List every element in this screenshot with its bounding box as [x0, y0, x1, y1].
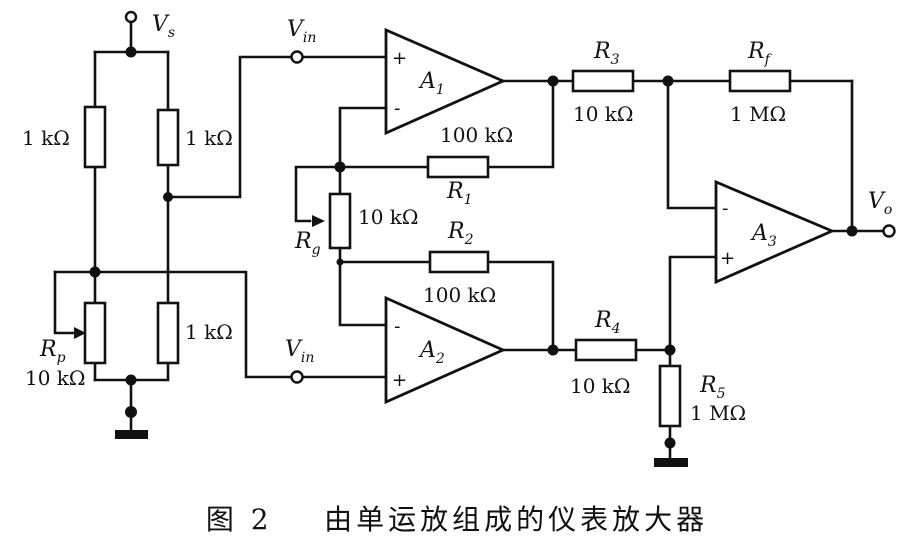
- a2-minus-sign: -: [394, 316, 401, 337]
- vin-top-label: Vin: [287, 17, 316, 46]
- a2-label: A2: [418, 338, 445, 367]
- r2-label: R2: [447, 219, 474, 248]
- bridge-resistor-bottom-right: [156, 301, 180, 365]
- r1-label: R1: [446, 179, 473, 208]
- bridge-r-top-right-value: 1 kΩ: [185, 126, 233, 150]
- output-label: Vo: [868, 189, 892, 218]
- vin-bottom-label: Vin: [285, 337, 314, 366]
- bridge-potentiometer: [83, 301, 107, 365]
- vin-bottom-terminal: [290, 370, 304, 384]
- op-amp-a1: + - A1: [384, 27, 507, 136]
- a2-plus-sign: +: [392, 370, 407, 391]
- rf-value: 1 MΩ: [730, 102, 786, 126]
- figure-title: 由单运放组成的仪表放大器: [324, 503, 709, 536]
- pot-wiper-arrow: [74, 327, 86, 339]
- a1-label: A1: [418, 69, 445, 98]
- gain-potentiometer: 10 kΩ Rg: [294, 165, 419, 327]
- a1-plus-sign: +: [392, 48, 407, 69]
- r3-label: R3: [593, 39, 620, 68]
- bridge-r-top-left-value: 1 kΩ: [22, 126, 70, 150]
- resistor-r2: [428, 250, 490, 274]
- figure-number: 图 2: [205, 503, 273, 536]
- junction-dot: [846, 225, 858, 237]
- r5-label: R5: [699, 373, 726, 402]
- rg-wiper-arrow: [312, 215, 325, 227]
- ground-symbol: [654, 458, 688, 467]
- resistor-rf: [728, 69, 792, 93]
- op-amp-a2: - + A2: [384, 295, 507, 405]
- bridge-circuit: Vs 1 kΩ 1 kΩ 1 kΩ Rp 10 kΩ: [22, 10, 294, 439]
- resistor-r3: [571, 69, 635, 93]
- figure-caption: 图 2 由单运放组成的仪表放大器: [0, 498, 914, 538]
- resistor-r4: [574, 338, 638, 362]
- supply-terminal: [124, 10, 138, 24]
- r2-value: 100 kΩ: [423, 283, 496, 307]
- pot-value: 10 kΩ: [25, 366, 86, 390]
- pot-label: Rp: [39, 337, 66, 366]
- a3-label: A3: [750, 221, 777, 250]
- supply-label: Vs: [152, 12, 175, 41]
- r5-value: 1 MΩ: [690, 401, 746, 425]
- rf-label: Rf: [747, 39, 773, 68]
- r3-value: 10 kΩ: [573, 102, 634, 126]
- junction-dot: [547, 344, 559, 356]
- rg-label: Rg: [294, 229, 321, 258]
- resistor-rg: [328, 192, 352, 250]
- ground-symbol: [115, 430, 148, 439]
- a3-plus-sign: +: [720, 248, 735, 269]
- r1-value: 100 kΩ: [440, 123, 513, 147]
- r4-label: R4: [594, 308, 621, 337]
- vin-top-terminal: [290, 50, 304, 64]
- rg-value: 10 kΩ: [358, 205, 419, 229]
- a1-minus-sign: -: [394, 98, 401, 119]
- input-terminals: Vin Vin: [285, 17, 388, 384]
- op-amp-a3: - + A3: [714, 179, 836, 285]
- resistor-r5: [658, 364, 682, 428]
- a3-minus-sign: -: [722, 198, 729, 219]
- bridge-r-bottom-right-value: 1 kΩ: [185, 320, 233, 344]
- output-terminal: [882, 224, 896, 238]
- bridge-resistor-top-left: [83, 105, 107, 169]
- resistor-r1: [426, 155, 490, 179]
- bridge-resistor-top-right: [156, 108, 180, 167]
- r4-value: 10 kΩ: [570, 374, 631, 398]
